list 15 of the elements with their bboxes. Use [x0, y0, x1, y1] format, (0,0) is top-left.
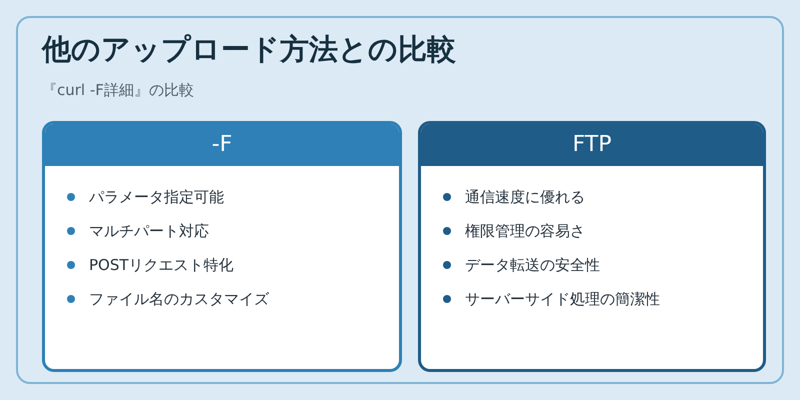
comparison-panel — [16, 16, 784, 384]
comparison-card — [418, 121, 766, 372]
subtitle: 『curl -F詳細』の比較 — [42, 80, 194, 100]
comparison-card — [42, 121, 402, 372]
list-item-text: パラメータ指定可能 — [89, 187, 224, 208]
list-item-text: 通信速度に優れる — [465, 187, 585, 208]
card-header: FTP — [421, 124, 763, 166]
list-item-text: ファイル名のカスタマイズ — [89, 289, 269, 310]
list-item-text: サーバーサイド処理の簡潔性 — [465, 289, 660, 310]
list-item-text: マルチパート対応 — [89, 221, 209, 242]
list-item-text: 権限管理の容易さ — [465, 221, 585, 242]
card-header: -F — [45, 124, 399, 166]
list-item-text: POSTリクエスト特化 — [89, 255, 234, 276]
title-heading: 他のアップロード方法との比較 — [42, 31, 456, 68]
list-item-text: データ転送の安全性 — [465, 255, 600, 276]
